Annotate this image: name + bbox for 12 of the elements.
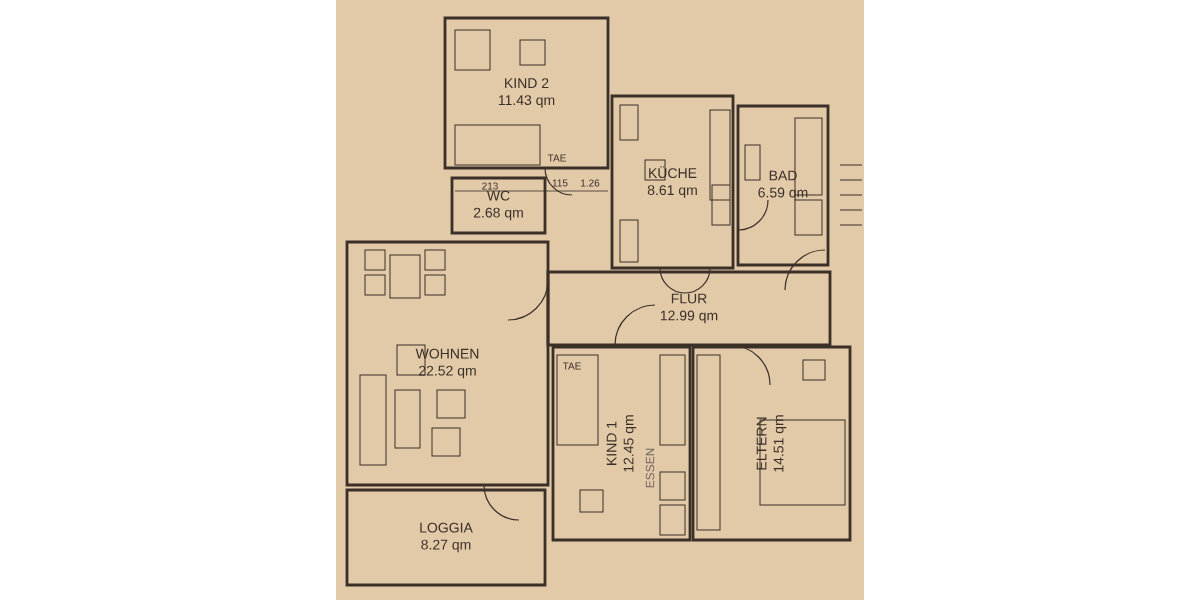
room-outline: LOGGIA 8.27 qm	[345, 488, 547, 587]
room-outline: BAD 6.59 qm	[736, 104, 830, 267]
handwritten-note: TAE	[547, 154, 566, 162]
room-outline: ELTERN 14.51 qm	[691, 345, 852, 542]
room-outline: KÜCHE 8.61 qm	[610, 94, 735, 270]
dimension-text: 213	[482, 182, 498, 190]
room-outline: FLUR 12.99 qm	[546, 270, 832, 347]
faded-text: ESSEN	[645, 448, 655, 488]
dimension-text: 115	[552, 179, 568, 187]
dimension-text: 1.26	[581, 179, 600, 187]
handwritten-note: TAE	[562, 362, 581, 370]
room-outline: WOHNEN 22.52 qm	[345, 240, 550, 487]
